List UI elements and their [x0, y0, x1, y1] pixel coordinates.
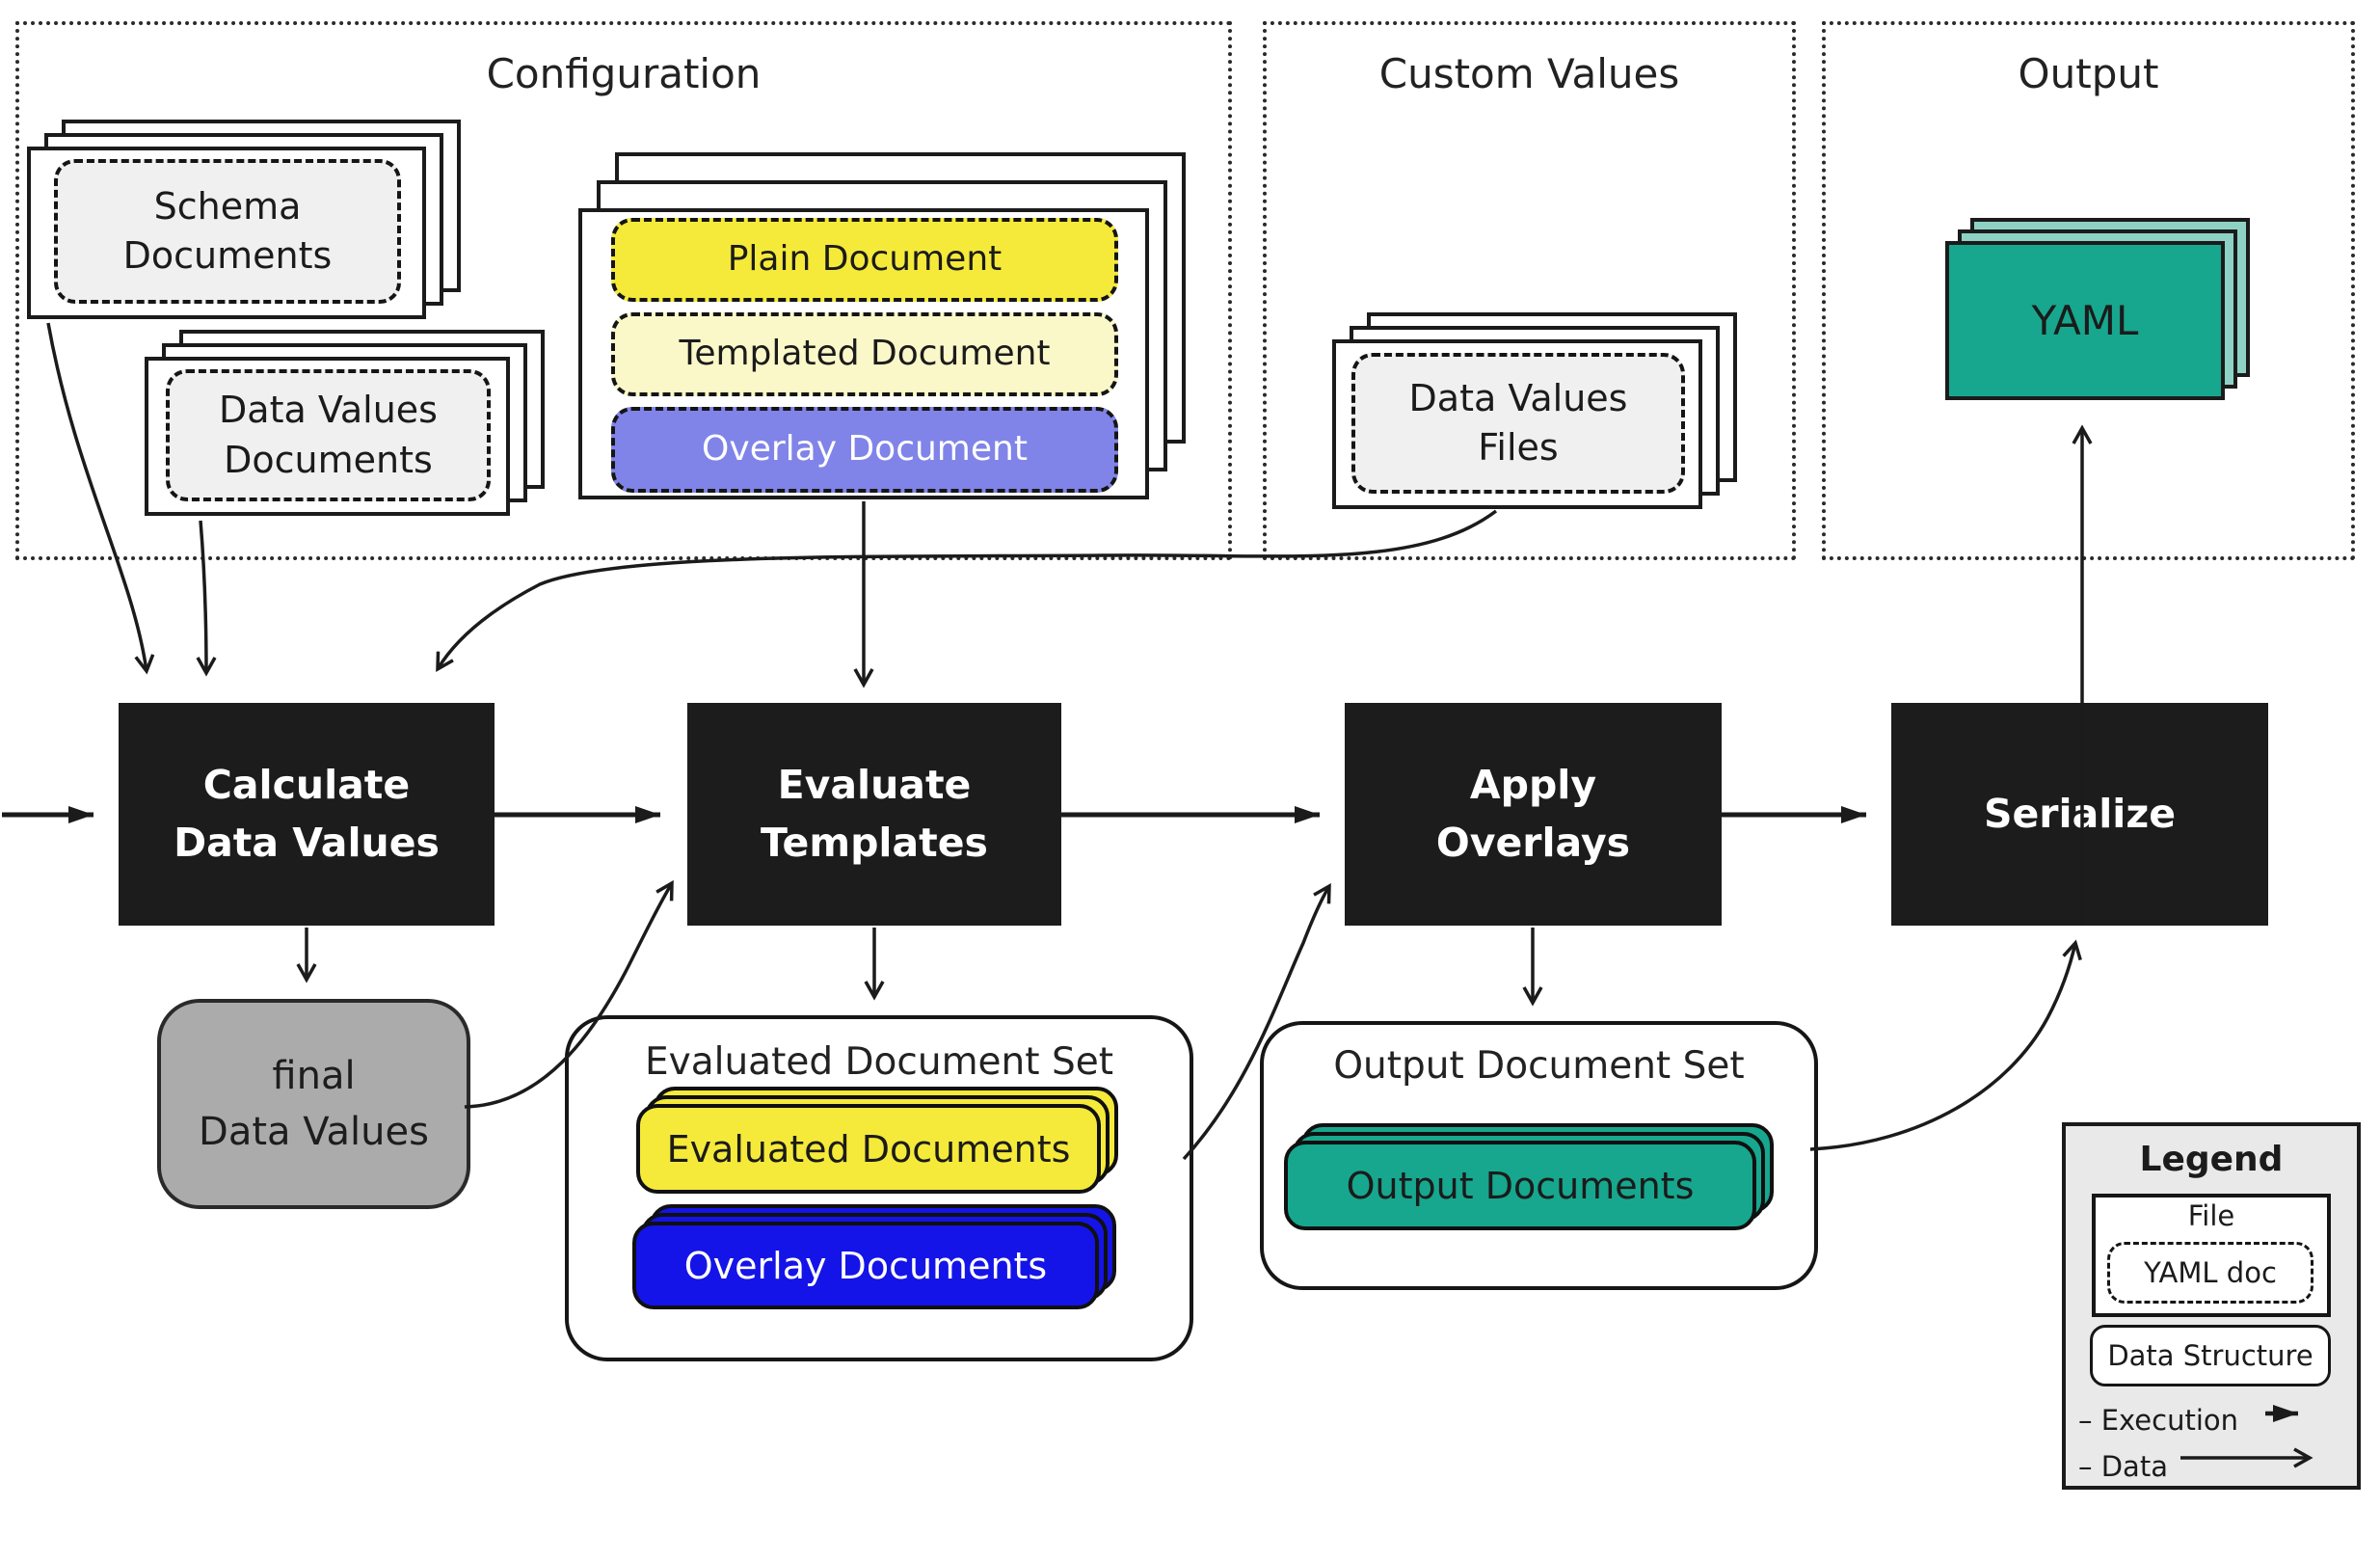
legend-execution-label: – Execution [2078, 1404, 2239, 1437]
custom-values-title: Custom Values [1378, 50, 1680, 97]
templated-document-doc: Templated Document [611, 312, 1118, 396]
overlay-documents-stack: Overlay Documents [632, 1204, 1116, 1309]
data-values-files-doc: Data Values Files [1351, 353, 1685, 494]
data-arrow-outset-to-serialize [1809, 939, 2082, 1151]
schema-documents-doc: Schema Documents [54, 159, 401, 304]
legend-file-sample: File YAML doc [2092, 1194, 2331, 1317]
file-sheet: Plain Document Templated Document Overla… [578, 208, 1149, 499]
configuration-title: Configuration [486, 50, 762, 97]
process-calculate-data-values: Calculate Data Values [119, 703, 495, 926]
final-data-values: final Data Values [157, 999, 470, 1209]
evaluated-document-set-title: Evaluated Document Set [645, 1040, 1113, 1084]
legend-yaml-doc-sample: YAML doc [2107, 1242, 2313, 1304]
yaml-label: YAML [2031, 297, 2139, 344]
output-title: Output [2018, 50, 2159, 97]
file-sheet: Data Values Files [1332, 339, 1702, 509]
schema-documents-stack: Schema Documents [27, 120, 461, 319]
data-values-files-stack: Data Values Files [1332, 312, 1737, 509]
process-evaluate-templates: Evaluate Templates [687, 703, 1061, 926]
config-document-stack: Plain Document Templated Document Overla… [578, 152, 1186, 499]
process-serialize: Serialize [1891, 703, 2268, 926]
legend-data-structure-sample: Data Structure [2090, 1325, 2331, 1386]
plain-document-doc: Plain Document [611, 218, 1118, 302]
yaml-sheet: YAML [1945, 241, 2225, 400]
output-documents: Output Documents [1284, 1141, 1756, 1230]
file-sheet: Data Values Documents [145, 357, 510, 516]
data-values-documents-stack: Data Values Documents [145, 330, 545, 516]
legend-data-label: – Data [2078, 1450, 2168, 1483]
yaml-output-stack: YAML [1945, 218, 2250, 400]
file-sheet: Schema Documents [27, 147, 426, 319]
output-documents-stack: Output Documents [1284, 1123, 1774, 1230]
legend-file-label: File [2187, 1199, 2235, 1232]
legend-title: Legend [2139, 1140, 2284, 1179]
data-values-documents-doc: Data Values Documents [166, 369, 491, 501]
process-apply-overlays: Apply Overlays [1345, 703, 1722, 926]
evaluated-documents-stack: Evaluated Documents [636, 1087, 1118, 1194]
evaluated-documents: Evaluated Documents [636, 1104, 1101, 1194]
legend: Legend File YAML doc Data Structure – Ex… [2062, 1122, 2361, 1490]
overlay-document-doc: Overlay Document [611, 407, 1118, 493]
output-document-set-title: Output Document Set [1333, 1044, 1745, 1088]
overlay-documents: Overlay Documents [632, 1222, 1099, 1309]
